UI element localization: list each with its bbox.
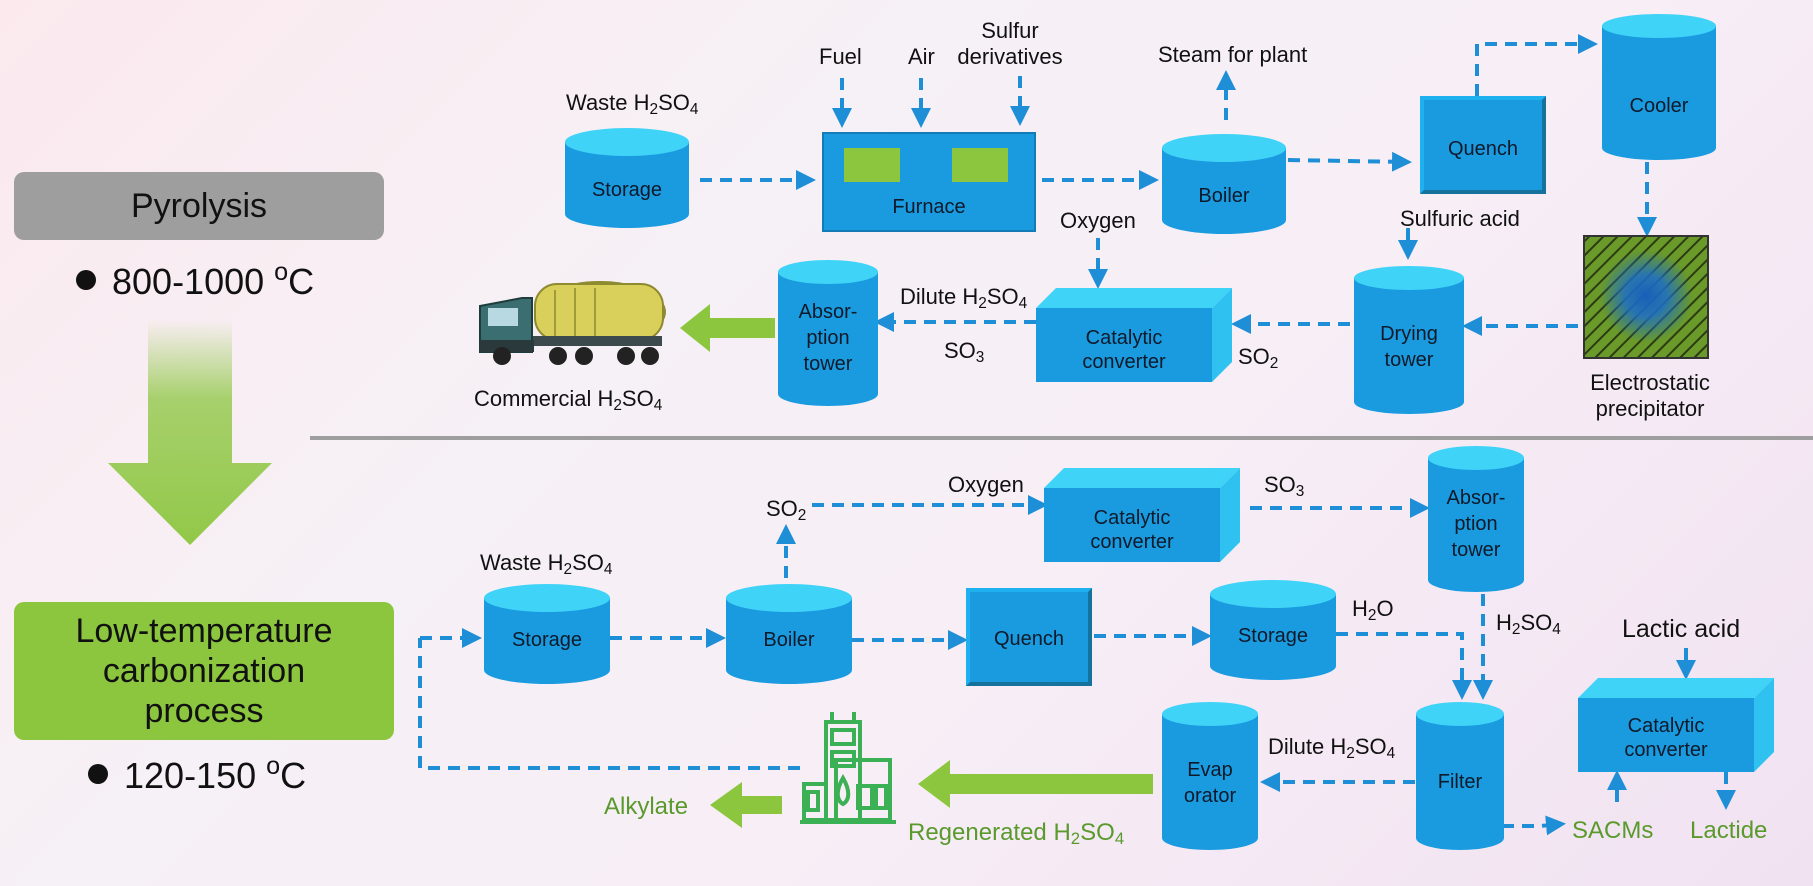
bottom-boiler: Boiler bbox=[726, 584, 852, 684]
top-quench: Quench bbox=[1420, 96, 1546, 194]
pyrolysis-title: Pyrolysis bbox=[130, 186, 268, 225]
cooler: Cooler bbox=[1602, 14, 1716, 160]
sacms-label: SACMs bbox=[1572, 817, 1654, 844]
sulfuric-acid-label: Sulfuric acid bbox=[1400, 206, 1520, 231]
bottom-waste-label: Waste H2SO4 bbox=[480, 550, 613, 578]
bottom-dilute-label: Dilute H2SO4 bbox=[1268, 734, 1396, 762]
green-output-arrow-top bbox=[680, 304, 775, 352]
top-so3-label: SO3 bbox=[944, 338, 985, 366]
top-absorption-tower: Absor- ption tower bbox=[778, 260, 878, 406]
steam-label: Steam for plant bbox=[1158, 42, 1308, 67]
top-oxygen-label: Oxygen bbox=[1060, 208, 1136, 233]
refinery-plant-icon bbox=[800, 712, 896, 824]
electrostatic-precipitator-icon bbox=[1583, 235, 1709, 359]
top-catalytic-converter: Catalytic converter bbox=[1036, 288, 1232, 382]
green-regen-arrow bbox=[918, 760, 1153, 808]
evaporator: Evap orator bbox=[1162, 702, 1258, 850]
drying-tower: Drying tower bbox=[1354, 266, 1464, 414]
bottom-catalytic-converter: Catalytic converter bbox=[1044, 468, 1240, 562]
stage-transition-arrow bbox=[108, 320, 272, 545]
bottom-h2so4-label: H2SO4 bbox=[1496, 610, 1561, 638]
top-dilute-label: Dilute H2SO4 bbox=[900, 284, 1028, 312]
lactide-label: Lactide bbox=[1690, 817, 1768, 844]
low-temp-stage-box: Low-temperature carbonization process bbox=[14, 602, 394, 740]
top-waste-label: Waste H2SO4 bbox=[566, 90, 699, 118]
bottom-storage-tank-1: Storage bbox=[484, 584, 610, 684]
filter: Filter bbox=[1416, 702, 1504, 850]
bottom-oxygen-label: Oxygen bbox=[948, 472, 1024, 497]
green-alkylate-arrow bbox=[710, 782, 782, 828]
h2o-label: H2O bbox=[1352, 596, 1394, 624]
regenerated-label: Regenerated H2SO4 bbox=[908, 819, 1125, 849]
pyrolysis-stage-box: Pyrolysis bbox=[14, 172, 384, 240]
top-storage-tank: Storage bbox=[565, 128, 689, 228]
bottom-so3-label: SO3 bbox=[1264, 472, 1305, 500]
alkylate-label: Alkylate bbox=[604, 793, 689, 820]
bottom-absorption-tower: Absor- ption tower bbox=[1428, 446, 1524, 592]
fuel-label: Fuel bbox=[819, 44, 862, 69]
bottom-storage-tank-2: Storage bbox=[1210, 580, 1336, 680]
lactic-acid-label: Lactic acid bbox=[1622, 615, 1741, 643]
pyrolysis-temperature: 800-1000 oC bbox=[76, 260, 314, 302]
bottom-quench: Quench bbox=[966, 588, 1092, 686]
low-temp-temperature: 120-150 oC bbox=[88, 754, 306, 796]
furnace: Furnace bbox=[822, 132, 1036, 232]
top-boiler: Boiler bbox=[1162, 134, 1286, 234]
air-label: Air bbox=[908, 44, 935, 69]
top-so2-label: SO2 bbox=[1238, 344, 1279, 372]
commercial-label: Commercial H2SO4 bbox=[474, 386, 663, 414]
bottom-catalytic-converter-2: Catalytic converter bbox=[1578, 678, 1774, 772]
tanker-truck-icon bbox=[479, 281, 666, 365]
bottom-so2-label: SO2 bbox=[766, 496, 807, 524]
